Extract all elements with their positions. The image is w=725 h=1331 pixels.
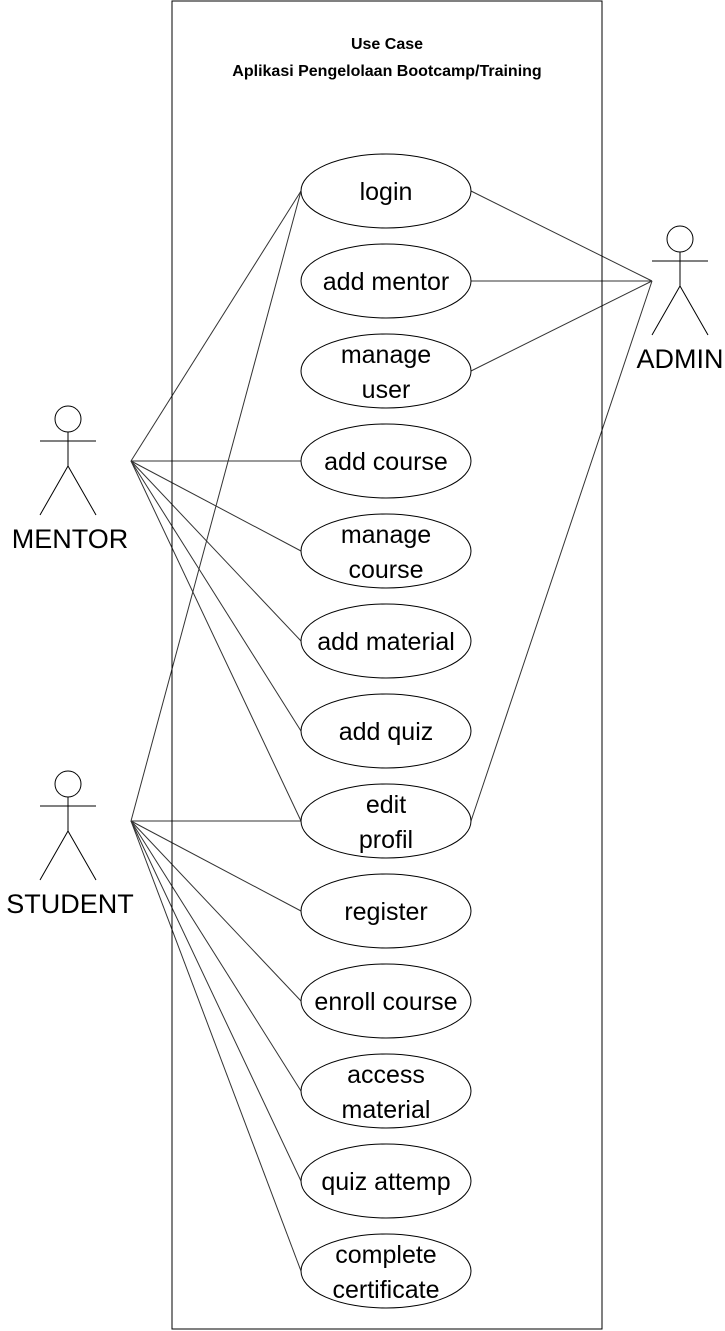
association-student-access-material xyxy=(130,820,302,1092)
actor-mentor: MENTOR xyxy=(12,405,129,554)
use-case-label: profil xyxy=(359,826,413,854)
association-admin-login xyxy=(470,190,653,282)
use-case-label: add course xyxy=(324,448,448,476)
use-case-add-course: add course xyxy=(300,423,472,499)
use-case-label: add material xyxy=(317,628,455,656)
actor-label: MENTOR xyxy=(12,524,129,554)
use-case-add-mentor: add mentor xyxy=(300,243,472,319)
association-mentor-add-material xyxy=(130,460,302,642)
use-case-label: course xyxy=(348,556,423,584)
use-case-ellipse xyxy=(300,963,472,1039)
use-case-complete-certificate: complete certificate xyxy=(300,1233,472,1309)
association-student-enroll-course xyxy=(130,820,302,1002)
use-case-label: user xyxy=(362,376,411,404)
use-case-label: access xyxy=(347,1061,425,1089)
use-case-label: add quiz xyxy=(339,718,434,746)
use-cases: login add mentor manage user add course manag… xyxy=(300,153,472,1309)
use-case-ellipse xyxy=(300,873,472,949)
actor-label: ADMIN xyxy=(637,344,724,374)
actor-admin: ADMIN xyxy=(637,225,724,374)
use-case-label: edit xyxy=(366,791,406,819)
use-case-label: manage xyxy=(341,341,431,369)
use-case-ellipse xyxy=(300,693,472,769)
use-case-label: manage xyxy=(341,521,431,549)
association-mentor-edit-profil xyxy=(130,460,302,822)
use-case-label: add mentor xyxy=(323,268,449,296)
stick-figure-icon xyxy=(39,405,97,516)
system-title-line2: Aplikasi Pengelolaan Bootcamp/Training xyxy=(232,63,541,80)
use-case-ellipse xyxy=(300,1143,472,1219)
use-case-label: certificate xyxy=(333,1276,440,1304)
association-mentor-login xyxy=(130,190,302,462)
use-case-label: login xyxy=(360,178,413,206)
use-case-quiz-attemp: quiz attemp xyxy=(300,1143,472,1219)
use-case-label: material xyxy=(342,1096,431,1124)
use-case-enroll-course: enroll course xyxy=(300,963,472,1039)
use-case-ellipse xyxy=(300,1233,472,1309)
use-case-access-material: access material xyxy=(300,1053,472,1129)
actor-student: STUDENT xyxy=(6,770,134,919)
use-case-add-quiz: add quiz xyxy=(300,693,472,769)
association-student-quiz-attemp xyxy=(130,820,302,1182)
use-case-register: register xyxy=(300,873,472,949)
use-case-edit-profil: edit profil xyxy=(300,783,472,859)
association-admin-manage-user xyxy=(470,280,653,372)
system-title-line1: Use Case xyxy=(351,36,423,53)
use-case-ellipse xyxy=(300,603,472,679)
use-case-ellipse xyxy=(300,423,472,499)
use-case-ellipse xyxy=(300,243,472,319)
use-case-ellipse xyxy=(300,783,472,859)
association-admin-edit-profil xyxy=(470,280,653,822)
use-case-ellipse xyxy=(300,513,472,589)
use-case-label: register xyxy=(344,898,427,926)
association-mentor-add-quiz xyxy=(130,460,302,732)
stick-figure-icon xyxy=(39,770,97,881)
use-case-login: login xyxy=(300,153,472,229)
association-student-login xyxy=(130,190,302,822)
actor-label: STUDENT xyxy=(6,889,134,919)
use-case-ellipse xyxy=(300,333,472,409)
use-case-manage-user: manage user xyxy=(300,333,472,409)
association-student-register xyxy=(130,820,302,912)
use-case-ellipse xyxy=(300,153,472,229)
use-case-ellipse xyxy=(300,1053,472,1129)
use-case-manage-course: manage course xyxy=(300,513,472,589)
use-case-label: complete xyxy=(335,1241,436,1269)
use-case-label: quiz attemp xyxy=(321,1168,450,1196)
actors: MENTOR STUDENT ADMIN xyxy=(6,225,724,919)
association-student-complete-certificate xyxy=(130,820,302,1272)
system-boundary xyxy=(171,0,603,1330)
stick-figure-icon xyxy=(651,225,709,336)
use-case-add-material: add material xyxy=(300,603,472,679)
use-case-label: enroll course xyxy=(314,988,457,1016)
association-lines xyxy=(130,190,653,1272)
